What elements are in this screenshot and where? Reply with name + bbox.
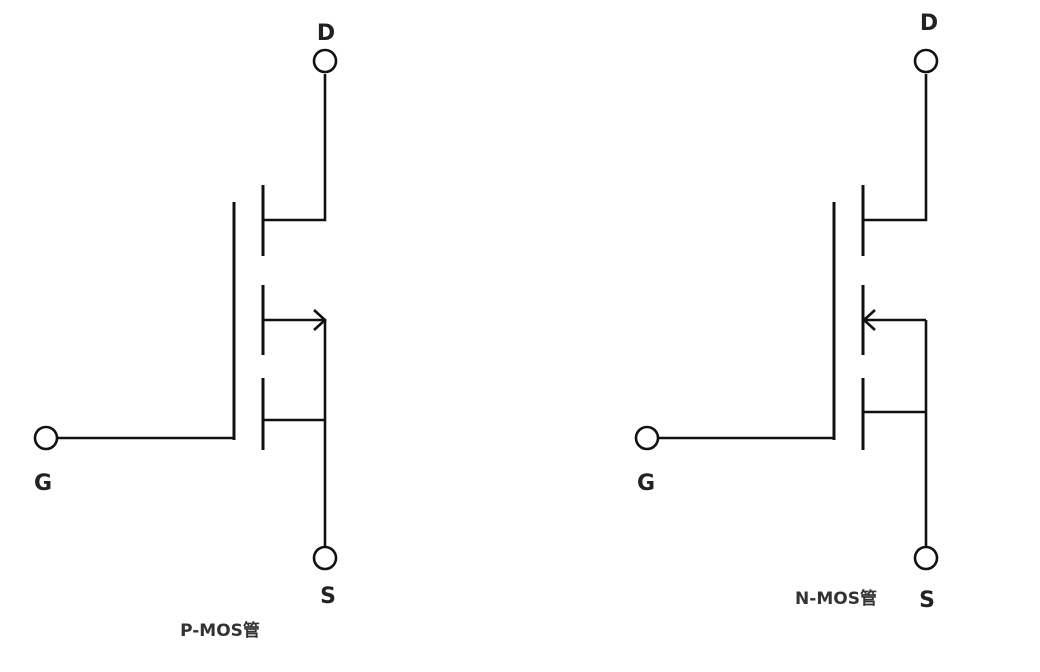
nmos-gate-label: G bbox=[637, 471, 655, 496]
nmos-drain-terminal bbox=[913, 48, 939, 74]
nmos-source-terminal bbox=[913, 545, 939, 571]
pmos-symbol: D G S P-MOS管 bbox=[33, 21, 338, 641]
nmos-caption: N-MOS管 bbox=[795, 588, 877, 609]
pmos-drain-wire bbox=[263, 74, 327, 222]
pmos-caption: P-MOS管 bbox=[180, 620, 260, 641]
pmos-drain-terminal bbox=[312, 48, 338, 74]
pmos-source-terminal bbox=[312, 545, 338, 571]
nmos-source-label: S bbox=[919, 588, 935, 613]
pmos-gate-terminal bbox=[33, 425, 59, 451]
nmos-gate-terminal bbox=[634, 425, 660, 451]
nmos-drain-label: D bbox=[920, 11, 938, 36]
pmos-drain-label: D bbox=[317, 21, 335, 46]
nmos-symbol: D G S N-MOS管 bbox=[634, 11, 939, 613]
pmos-source-label: S bbox=[320, 584, 336, 609]
nmos-body-arrow-icon bbox=[862, 309, 876, 331]
pmos-gate-label: G bbox=[34, 471, 52, 496]
nmos-drain-wire bbox=[863, 74, 928, 222]
